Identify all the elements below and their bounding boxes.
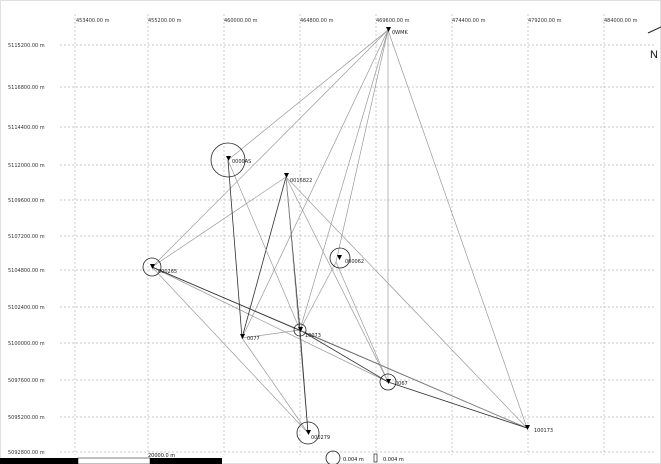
error-ellipse [296, 421, 320, 445]
station-label: 0000AS [232, 159, 251, 165]
y-tick: 5102400.00 m [8, 305, 45, 311]
station-marker [337, 255, 342, 260]
station-label: 0016822 [290, 178, 312, 184]
station-label: 100173 [534, 428, 553, 434]
station-marker [240, 334, 245, 339]
x-tick: 455200.00 m [148, 18, 182, 24]
y-tick: 5092800.00 m [8, 450, 45, 456]
station-marker [306, 430, 311, 435]
station-label: 0077 [247, 336, 260, 342]
y-tick: 5115200.00 m [8, 43, 45, 49]
x-tick: 464800.00 m [300, 18, 334, 24]
scale-bar-segment [0, 458, 78, 464]
x-tick: 453400.00 m [76, 18, 110, 24]
station-label: 000062 [345, 259, 364, 265]
y-tick: 5109600.00 m [8, 198, 45, 204]
station-marker [226, 156, 231, 161]
error-ellipse [329, 247, 351, 269]
station-label: 0WMK [392, 30, 408, 36]
x-tick: 469600.00 m [376, 18, 410, 24]
scale-bar-segment [77, 457, 151, 464]
y-tick: 5107200.00 m [8, 234, 45, 240]
y-tick: 5112000.00 m [8, 163, 45, 169]
station-label: 0067 [395, 381, 408, 387]
station-label: 10073 [305, 333, 321, 339]
x-tick: 460000.00 m [224, 18, 258, 24]
error-ellipse [142, 257, 162, 277]
stations: 0WMK 0000AS 0016822 000265 000062 0077 1… [150, 27, 553, 441]
north-label: N [650, 49, 658, 61]
y-tick: 5104800.00 m [8, 268, 45, 274]
y-tick: 5095200.00 m [8, 415, 45, 421]
station-marker [298, 327, 303, 332]
station-marker [386, 379, 391, 384]
legend-ellipse-icon [325, 450, 341, 464]
x-tick: 484000.00 m [604, 18, 638, 24]
error-ellipse [210, 142, 246, 178]
observation-lines [151, 29, 528, 434]
station-marker [386, 27, 391, 32]
legend-ellipse-label: 0.004 m [343, 457, 364, 463]
scale-bar-segment [150, 458, 222, 464]
station-label: 000279 [311, 435, 330, 441]
station-marker [284, 173, 289, 178]
north-arrow: N [647, 26, 661, 61]
legend-bar-label: 0.004 m [383, 457, 404, 463]
legend: 20000.0 m 0.004 m 0.004 m [0, 450, 404, 464]
station-marker [150, 264, 155, 269]
error-ellipse [379, 373, 397, 391]
y-tick: 5116800.00 m [8, 85, 45, 91]
legend-bar-icon [373, 453, 378, 463]
y-tick: 5100000.00 m [8, 341, 45, 347]
y-axis-ticks: 5115200.00 m 5116800.00 m 5114400.00 m 5… [8, 43, 45, 456]
station-label: 000265 [158, 269, 177, 275]
x-tick: 479200.00 m [528, 18, 562, 24]
error-ellipses [142, 142, 397, 445]
scale-label: 20000.0 m [148, 453, 175, 459]
y-tick: 5114400.00 m [8, 125, 45, 131]
x-tick: 474400.00 m [452, 18, 486, 24]
error-ellipse [293, 323, 307, 337]
station-marker [525, 425, 530, 430]
x-axis-ticks: 453400.00 m 455200.00 m 460000.00 m 4648… [76, 18, 638, 24]
y-tick: 5097600.00 m [8, 378, 45, 384]
